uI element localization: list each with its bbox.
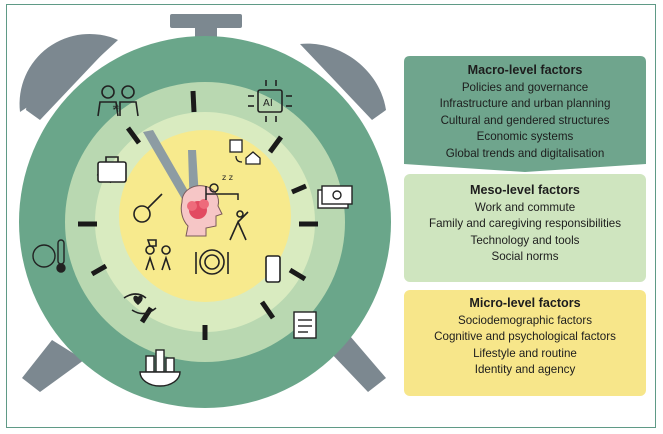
macro-list: Policies and governance Infrastructure a… [404,80,646,162]
brain-head-icon [180,185,223,237]
svg-text:≠: ≠ [112,103,120,113]
svg-text:z z: z z [222,173,233,182]
micro-list: Sociodemographic factors Cognitive and p… [404,313,646,379]
svg-text:AI: AI [263,98,273,109]
policy-document-icon [293,311,317,339]
smartphone-icon [265,255,281,283]
plate-cutlery-icon [195,249,229,275]
two-people-talking-icon [145,239,171,271]
meso-panel: Meso-level factors Work and commute Fami… [404,176,646,282]
micro-box-bg [404,290,646,396]
macro-item: Economic systems [476,130,574,144]
left-bell-dome [26,43,112,120]
macro-item: Cultural and gendered structures [440,113,610,127]
micro-item: Lifestyle and routine [473,346,577,360]
briefcase-icon [97,156,127,183]
micro-item: Identity and agency [474,363,576,377]
home-work-commute-icon [229,139,261,165]
city-globe-icon [139,349,181,387]
micro-item: Sociodemographic factors [457,314,593,327]
micro-title: Micro-level factors [469,296,581,310]
macro-panel: Macro-level factors Policies and governa… [404,56,646,166]
money-stack-icon [317,185,353,209]
meso-title: Meso-level factors [470,183,580,197]
micro-panel: Micro-level factors Sociodemographic fac… [404,290,646,394]
left-leg [22,340,84,392]
macro-item: Global trends and digitalisation [445,146,605,160]
stretching-person-icon [229,210,249,241]
meso-list: Work and commute Family and caregiving r… [404,200,646,266]
earth-thermometer-icon [32,239,66,273]
micro-item: Cognitive and psychological factors [434,330,616,344]
macro-title: Macro-level factors [467,63,583,77]
people-equality-icon: ≠ [97,85,139,117]
macro-box-bg [404,56,646,172]
meso-item: Social norms [491,250,559,264]
right-leg [328,336,386,392]
right-bell-dome [300,43,386,120]
caring-hands-icon [123,293,157,315]
macro-item: Infrastructure and urban planning [439,97,611,111]
sleeping-bed-icon: z z [205,173,239,200]
ai-chip-icon: AI [248,80,292,122]
guitar-icon [133,193,163,223]
meso-item: Family and caregiving responsibilities [428,217,622,231]
panel-backgrounds [404,56,646,396]
top-knob-cap [170,14,242,28]
meso-item: Technology and tools [470,233,580,247]
macro-item: Policies and governance [461,81,589,94]
meso-box-bg [404,174,646,282]
meso-item: Work and commute [474,201,576,214]
